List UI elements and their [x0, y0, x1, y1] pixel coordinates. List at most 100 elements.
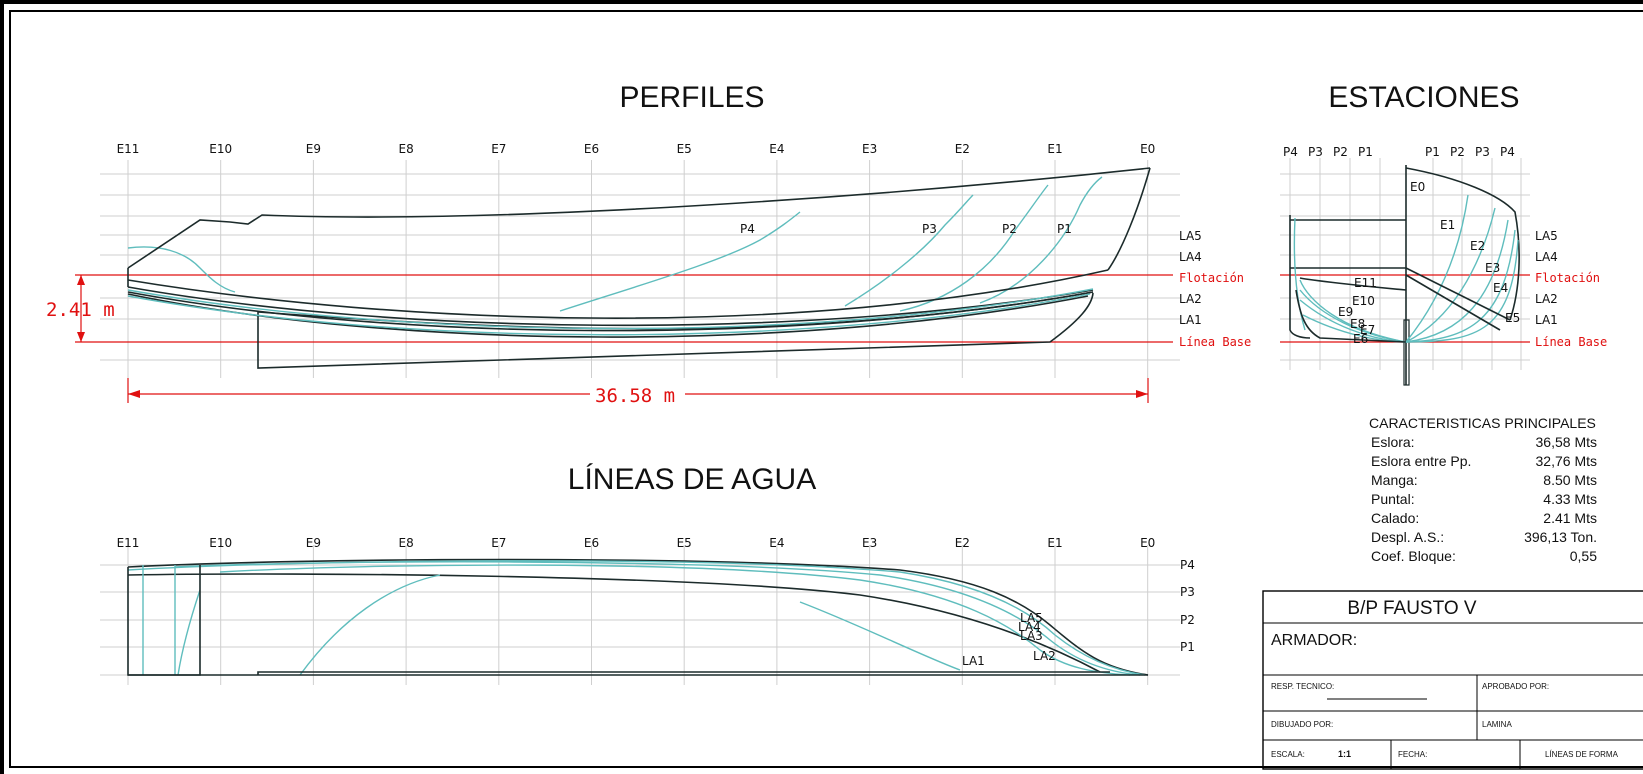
svg-text:LA3: LA3	[1020, 629, 1043, 643]
characteristic-label: Eslora entre Pp.	[1371, 453, 1471, 469]
plan-station-label: E3	[862, 536, 877, 550]
svg-text:Flotación: Flotación	[1535, 271, 1600, 285]
svg-text:P4: P4	[740, 222, 755, 236]
characteristic-label: Manga:	[1371, 472, 1418, 488]
svg-text:P2: P2	[1333, 145, 1348, 159]
svg-text:P3: P3	[922, 222, 937, 236]
vessel-name: B/P FAUSTO V	[1347, 598, 1477, 619]
svg-text:P1: P1	[1425, 145, 1440, 159]
svg-text:E3: E3	[1485, 261, 1500, 275]
plan-station-label: E11	[117, 536, 140, 550]
svg-text:LA1: LA1	[1179, 313, 1202, 327]
svg-text:Línea Base: Línea Base	[1535, 335, 1607, 349]
profile-station-label: E5	[677, 142, 692, 156]
plan-waterlines	[127, 558, 1149, 676]
svg-text:E2: E2	[1470, 239, 1485, 253]
profile-station-label: E2	[955, 142, 970, 156]
svg-text:LA4: LA4	[1179, 250, 1202, 264]
characteristic-value: 36,58 Mts	[1536, 434, 1597, 450]
svg-text:P4: P4	[1283, 145, 1298, 159]
body-plan-waterline-labels: LA5 LA4 Flotación LA2 LA1 Línea Base	[1535, 229, 1607, 349]
characteristic-value: 396,13 Ton.	[1524, 529, 1597, 545]
plan-station-label: E1	[1047, 536, 1062, 550]
profile-station-label: E1	[1047, 142, 1062, 156]
characteristic-value: 8.50 Mts	[1543, 472, 1597, 488]
svg-text:E7: E7	[1360, 323, 1375, 337]
plan-station-label: E0	[1140, 536, 1155, 550]
svg-text:P2: P2	[1180, 613, 1195, 627]
profile-grid	[127, 160, 1149, 378]
svg-text:LA5: LA5	[1020, 611, 1043, 625]
profile-curve-labels: P4 P3 P2 P1	[740, 222, 1072, 236]
svg-text:Línea Base: Línea Base	[1179, 335, 1251, 349]
lineas-agua-title: LÍNEAS DE AGUA	[568, 463, 816, 496]
body-plan-forward-sections	[1405, 167, 1520, 343]
perfiles-title: PERFILES	[619, 81, 764, 114]
profile-station-label: E6	[584, 142, 599, 156]
dibujado-label: DIBUJADO POR:	[1271, 720, 1333, 729]
profile-station-label: E7	[491, 142, 506, 156]
characteristic-label: Despl. A.S.:	[1371, 529, 1444, 545]
svg-text:Flotación: Flotación	[1179, 271, 1244, 285]
svg-text:P2: P2	[1450, 145, 1465, 159]
profile-station-label: E4	[769, 142, 784, 156]
svg-text:LA4: LA4	[1018, 620, 1041, 634]
svg-text:E8: E8	[1350, 317, 1365, 331]
svg-text:E10: E10	[1352, 294, 1375, 308]
svg-text:E1: E1	[1440, 218, 1455, 232]
svg-text:36.58 m: 36.58 m	[595, 385, 675, 407]
draft-dimension: 2.41 m	[46, 275, 115, 342]
svg-text:P4: P4	[1180, 558, 1195, 572]
svg-text:LA1: LA1	[962, 654, 985, 668]
escala-value: 1:1	[1338, 749, 1351, 759]
body-plan-aft-sections	[1289, 215, 1407, 343]
svg-text:LA5: LA5	[1535, 229, 1558, 243]
characteristic-value: 32,76 Mts	[1536, 453, 1597, 469]
body-plan-grid	[1280, 158, 1530, 386]
svg-text:P3: P3	[1475, 145, 1490, 159]
lamina-label: LAMINA	[1482, 720, 1512, 729]
characteristic-value: 0,55	[1570, 548, 1597, 564]
plan-station-label: E6	[584, 536, 599, 550]
svg-text:P3: P3	[1308, 145, 1323, 159]
armador-label: ARMADOR:	[1271, 632, 1357, 649]
svg-text:E4: E4	[1493, 281, 1508, 295]
svg-text:LA2: LA2	[1033, 649, 1056, 663]
escala-label: ESCALA:	[1271, 750, 1305, 759]
profile-station-label: E11	[117, 142, 140, 156]
profile-station-label: E10	[209, 142, 232, 156]
plan-station-label: E9	[306, 536, 321, 550]
profile-station-label: E9	[306, 142, 321, 156]
characteristic-label: Eslora:	[1371, 434, 1415, 450]
characteristics-heading: CARACTERISTICAS PRINCIPALES	[1369, 415, 1596, 431]
plan-station-label: E4	[769, 536, 784, 550]
svg-text:E6: E6	[1353, 332, 1368, 346]
profile-station-label: E8	[398, 142, 413, 156]
title-block: B/P FAUSTO V ARMADOR: RESP. TECNICO: APR…	[1262, 590, 1643, 770]
plan-station-label: E2	[955, 536, 970, 550]
svg-text:E5: E5	[1505, 311, 1520, 325]
svg-text:E9: E9	[1338, 305, 1353, 319]
fecha-label: FECHA:	[1398, 750, 1427, 759]
svg-text:E0: E0	[1410, 180, 1425, 194]
characteristics-table: CARACTERISTICAS PRINCIPALES Eslora: 36,58…	[1369, 415, 1597, 564]
body-plan-station-labels: E0 E1 E2 E3 E4 E5 E11 E10 E9 E8 E7 E6	[1338, 180, 1520, 346]
profile-station-label: E0	[1140, 142, 1155, 156]
aprobado-label: APROBADO POR:	[1482, 682, 1549, 691]
svg-text:P4: P4	[1500, 145, 1515, 159]
svg-text:P2: P2	[1002, 222, 1017, 236]
profile-waterline-labels: LA5 LA4 Flotación LA2 LA1 Línea Base	[1179, 229, 1251, 349]
characteristic-label: Calado:	[1371, 510, 1419, 526]
characteristic-value: 4.33 Mts	[1543, 491, 1597, 507]
plan-station-label: E5	[677, 536, 692, 550]
characteristic-label: Puntal:	[1371, 491, 1415, 507]
svg-text:P3: P3	[1180, 585, 1195, 599]
plan-curve-labels: LA5 LA4 LA3 LA2 LA1	[962, 611, 1056, 668]
svg-text:LA1: LA1	[1535, 313, 1558, 327]
svg-text:LA5: LA5	[1179, 229, 1202, 243]
svg-text:E11: E11	[1354, 276, 1377, 290]
svg-text:LA2: LA2	[1535, 292, 1558, 306]
